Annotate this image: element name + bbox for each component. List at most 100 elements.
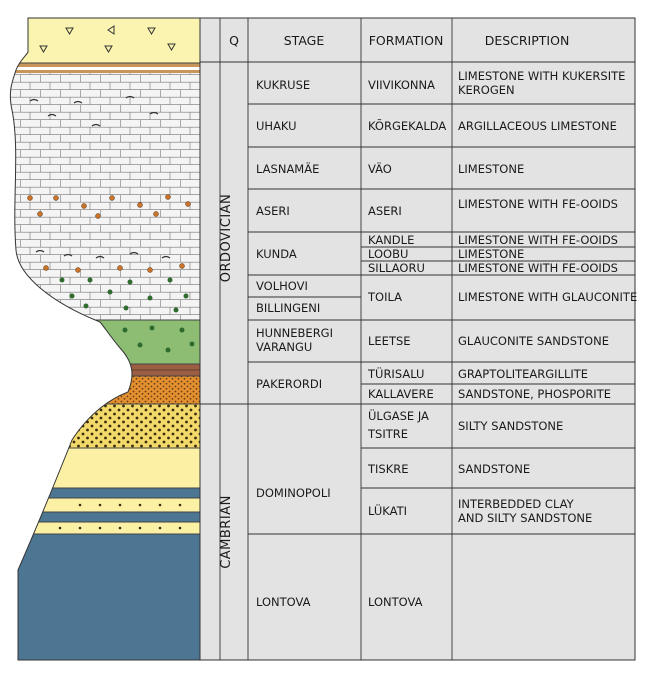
stage-cell: KUNDA	[256, 247, 297, 261]
formation-cell: VIIVIKONNA	[368, 78, 435, 92]
description-line: LIMESTONE WITH KUKERSITE	[458, 69, 625, 83]
silty-sandstone-layer	[10, 404, 200, 448]
description-cell: GRAPTOLITEARGILLITE	[458, 367, 588, 381]
description-cell: LIMESTONE WITH FE-OOIDS	[458, 233, 618, 247]
description-line: LIMESTONE WITH FE-OOIDS	[458, 233, 618, 247]
stage-cell: DOMINOPOLI	[256, 486, 331, 500]
formation-line: LOOBU	[368, 247, 408, 261]
stage-line: LONTOVA	[256, 595, 311, 609]
header-q: Q	[229, 33, 239, 48]
stage-cell: VOLHOVI	[256, 279, 308, 293]
formation-line: LEETSE	[368, 334, 411, 348]
header-formation: FORMATION	[369, 33, 444, 48]
formation-cell: TÜRISALU	[367, 365, 424, 381]
stage-line: LASNAMÄE	[256, 161, 319, 176]
stage-line: DOMINOPOLI	[256, 486, 331, 500]
clay-band	[10, 488, 200, 498]
formation-line: TSITRE	[367, 427, 408, 441]
formation-line: KALLAVERE	[368, 387, 434, 401]
stage-line: BILLINGENI	[256, 301, 320, 315]
period-ordovician: ORDOVICIAN	[219, 194, 234, 283]
stage-cell: PAKERORDI	[256, 377, 322, 391]
kukersite-band	[10, 63, 200, 67]
description-line: LIMESTONE WITH FE-OOIDS	[458, 197, 618, 211]
stage-line: KUNDA	[256, 247, 297, 261]
stage-cell: KUKRUSE	[256, 78, 310, 92]
description-line: INTERBEDDED CLAY	[458, 497, 575, 511]
formation-cell: LOOBU	[368, 247, 408, 261]
formation-cell: LÜKATI	[368, 502, 407, 518]
formation-cell: LEETSE	[368, 334, 411, 348]
description-cell: SANDSTONE	[458, 462, 530, 476]
sandstone-band	[10, 498, 200, 512]
formation-cell: LONTOVA	[368, 595, 423, 609]
stage-line: PAKERORDI	[256, 377, 322, 391]
description-cell: LIMESTONE	[458, 247, 524, 261]
formation-line: SILLAORU	[368, 261, 425, 275]
description-line: LIMESTONE WITH GLAUCONITE	[458, 290, 637, 304]
stage-cell: LONTOVA	[256, 595, 311, 609]
formation-line: ÜLGASE JA	[368, 407, 429, 423]
lithology-column	[9, 17, 201, 661]
description-cell: GLAUCONITE SANDSTONE	[458, 334, 609, 348]
stage-cell: UHAKU	[256, 119, 297, 133]
clay-layer	[10, 534, 200, 660]
stage-line: HUNNEBERGI	[256, 326, 333, 340]
description-line: SANDSTONE, PHOSPORITE	[458, 387, 611, 401]
formation-cell: ÜLGASE JA TSITRE	[367, 407, 429, 441]
sandstone-layer	[10, 448, 200, 488]
phosphorite-layer	[10, 376, 200, 404]
stage-line: ASERI	[256, 204, 290, 218]
description-cell: LIMESTONE WITH GLAUCONITE	[458, 290, 637, 304]
description-cell: LIMESTONE WITH FE-OOIDS	[458, 261, 618, 275]
sandstone-band	[10, 522, 200, 534]
formation-line: LÜKATI	[368, 502, 407, 518]
stage-line: KUKRUSE	[256, 78, 310, 92]
description-line: ARGILLACEOUS LIMESTONE	[458, 119, 617, 133]
quaternary-layer	[10, 18, 200, 63]
description-line: SANDSTONE	[458, 462, 530, 476]
formation-line: KÕRGEKALDA	[368, 118, 446, 133]
stratigraphy-table: Q STAGE FORMATION DESCRIPTION ORDOVICIAN…	[199, 17, 637, 661]
formation-cell: VÄO	[368, 161, 392, 176]
formation-cell: KANDLE	[368, 233, 414, 247]
description-cell: SANDSTONE, PHOSPORITE	[458, 387, 611, 401]
description-line: GRAPTOLITEARGILLITE	[458, 367, 588, 381]
formation-cell: KALLAVERE	[368, 387, 434, 401]
stage-cell: BILLINGENI	[256, 301, 320, 315]
kukersite-band	[10, 70, 200, 73]
description-line: KEROGEN	[458, 83, 515, 97]
description-line: LIMESTONE	[458, 162, 524, 176]
stage-line: UHAKU	[256, 119, 297, 133]
period-cambrian: CAMBRIAN	[219, 495, 234, 569]
description-line: LIMESTONE WITH FE-OOIDS	[458, 261, 618, 275]
description-line: LIMESTONE	[458, 247, 524, 261]
formation-cell: TOILA	[367, 290, 402, 304]
description-line: SILTY SANDSTONE	[458, 419, 563, 433]
description-cell: SILTY SANDSTONE	[458, 419, 563, 433]
formation-cell: KÕRGEKALDA	[368, 118, 446, 133]
formation-line: LONTOVA	[368, 595, 423, 609]
stage-line: VOLHOVI	[256, 279, 308, 293]
description-line: GLAUCONITE SANDSTONE	[458, 334, 609, 348]
table-background	[199, 17, 636, 661]
formation-cell: SILLAORU	[368, 261, 425, 275]
formation-line: ASERI	[368, 204, 402, 218]
formation-line: TISKRE	[367, 462, 409, 476]
header-stage: STAGE	[284, 33, 325, 48]
formation-line: VÄO	[368, 161, 392, 176]
description-cell: ARGILLACEOUS LIMESTONE	[458, 119, 617, 133]
formation-cell: ASERI	[368, 204, 402, 218]
stage-line: VARANGU	[256, 340, 312, 354]
stage-cell: LASNAMÄE	[256, 161, 319, 176]
stage-cell: ASERI	[256, 204, 290, 218]
description-cell: LIMESTONE WITH FE-OOIDS	[458, 197, 618, 211]
description-cell: LIMESTONE	[458, 162, 524, 176]
formation-line: TÜRISALU	[367, 365, 424, 381]
description-line: AND SILTY SANDSTONE	[458, 511, 592, 525]
formation-line: KANDLE	[368, 233, 414, 247]
